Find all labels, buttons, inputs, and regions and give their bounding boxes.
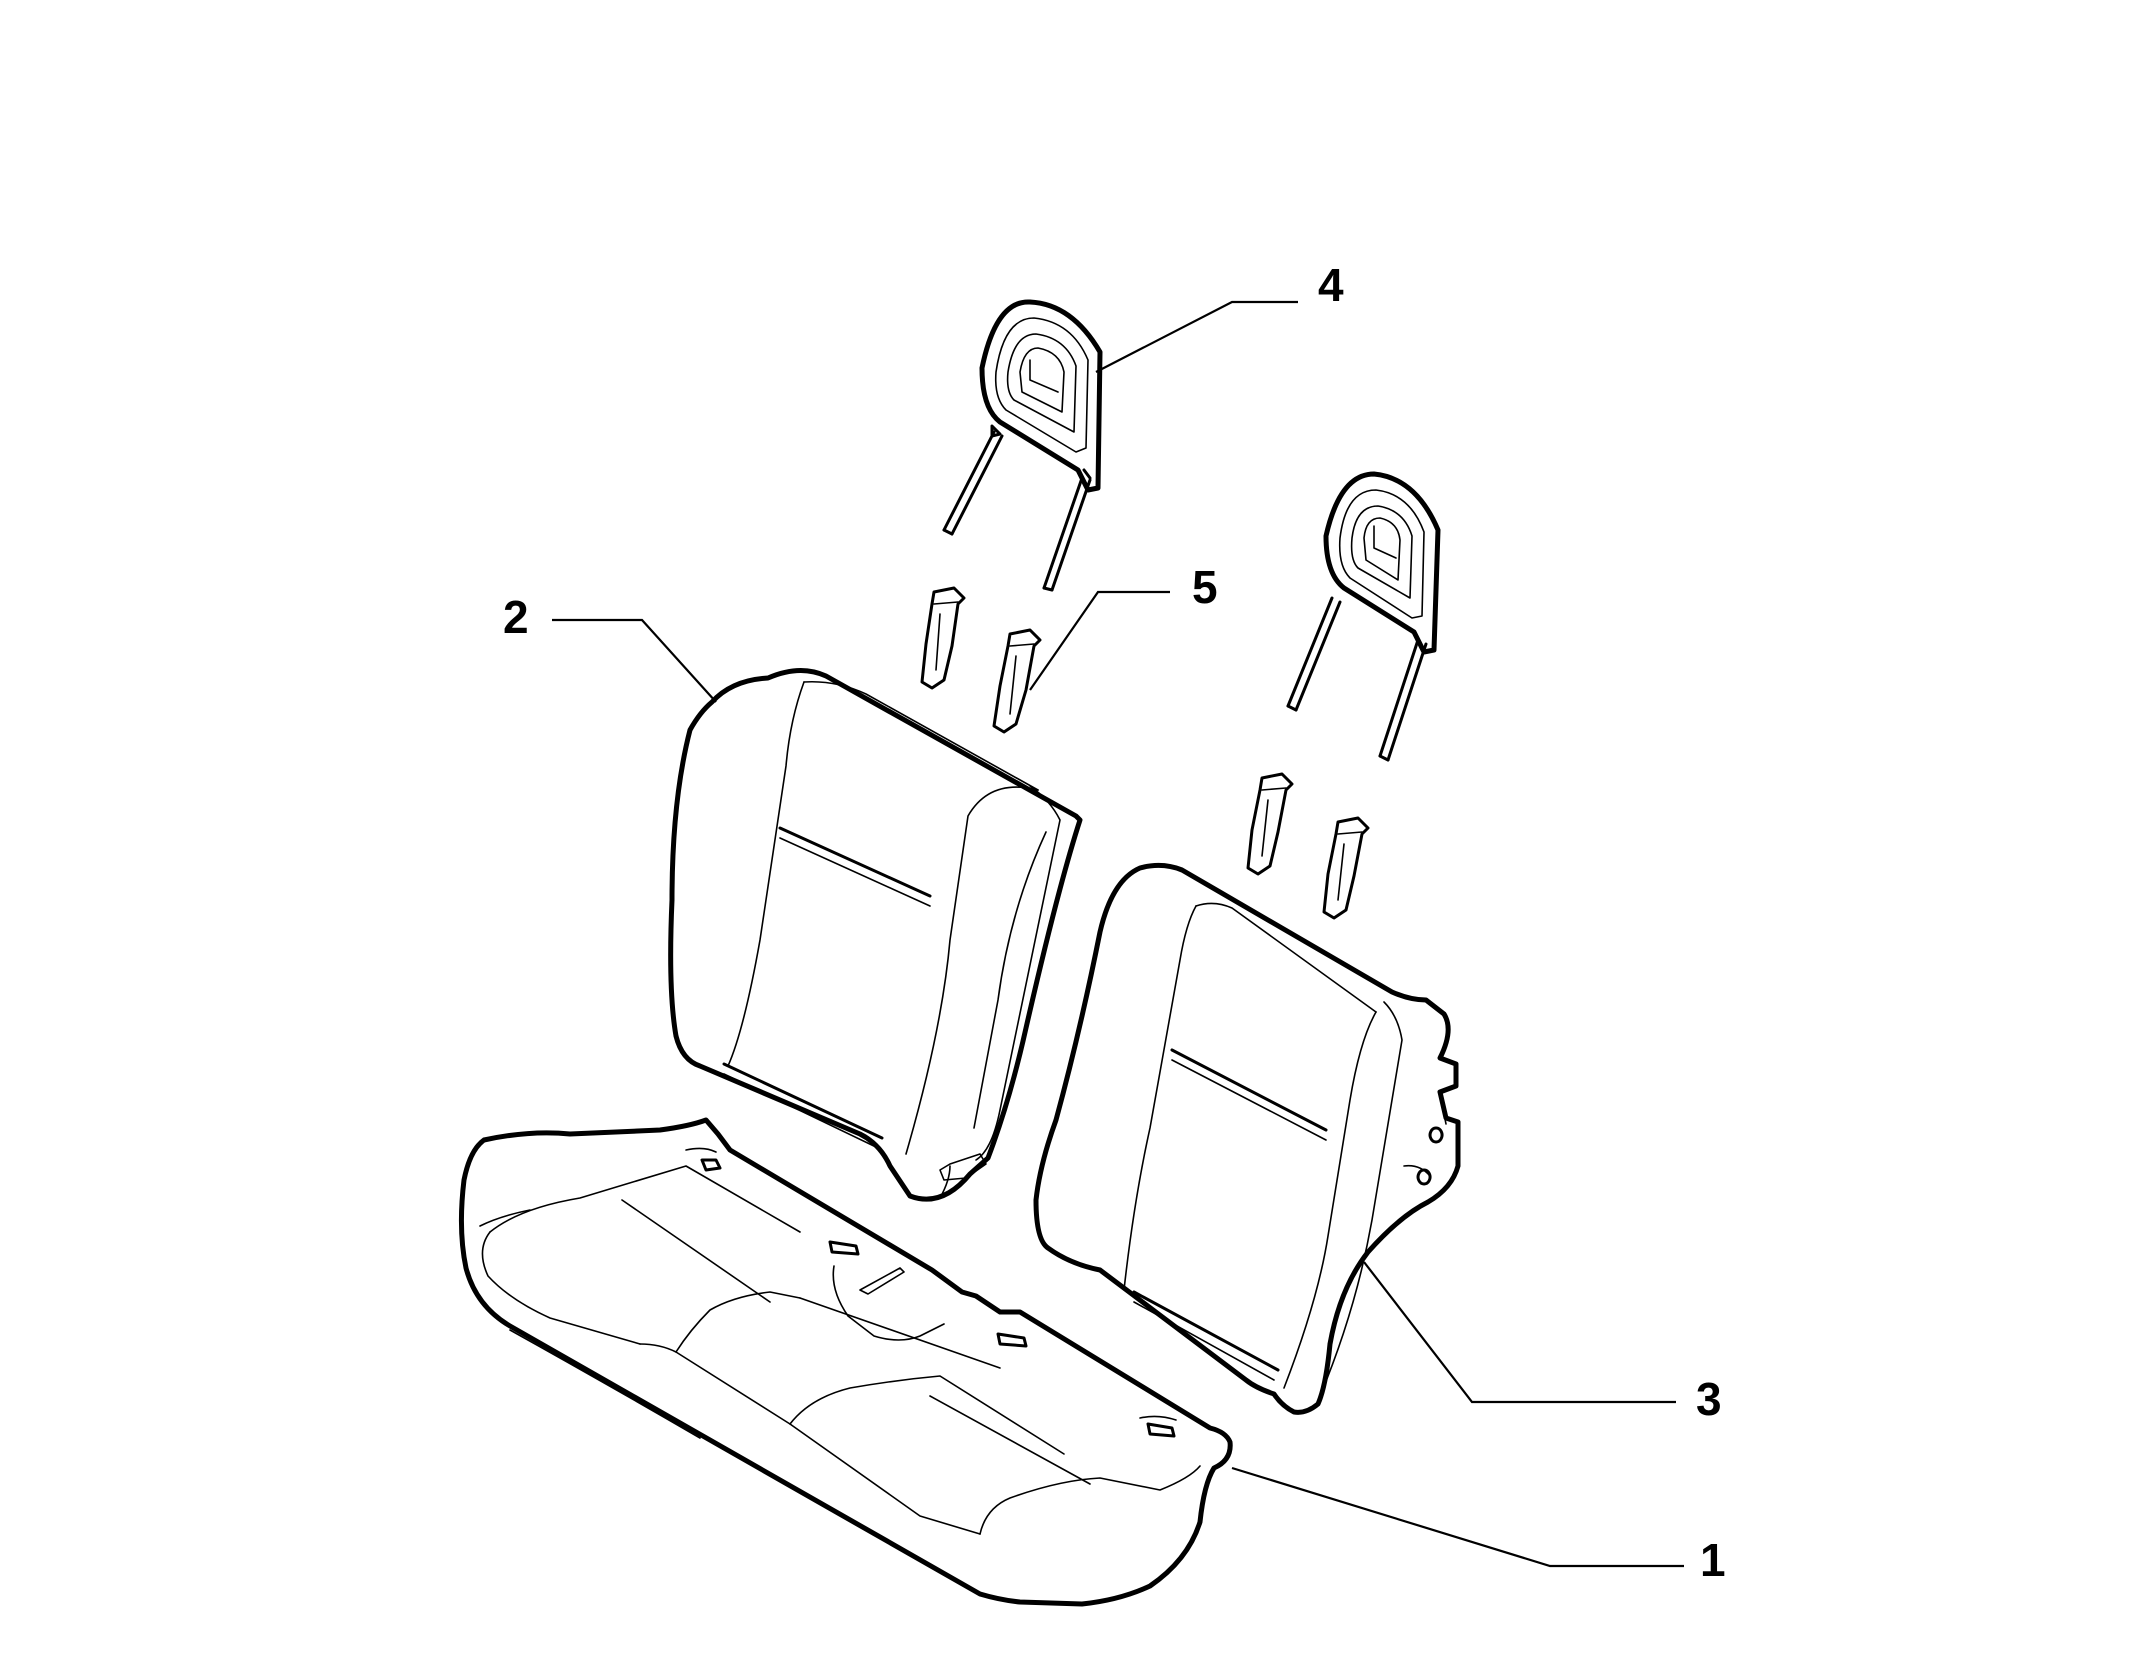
headrest-guide-3 bbox=[1246, 772, 1294, 876]
leader-lines bbox=[552, 300, 1684, 1568]
callout-4: 4 bbox=[1318, 259, 1344, 311]
headrest-guide-2 bbox=[992, 628, 1042, 734]
callout-2: 2 bbox=[503, 591, 529, 643]
headrest-guides bbox=[920, 586, 1370, 920]
seat-cushion bbox=[458, 1117, 1233, 1607]
leader-line-4 bbox=[1095, 300, 1298, 373]
leader-line-2 bbox=[552, 618, 717, 703]
backrest-left bbox=[668, 668, 1083, 1202]
callout-5: 5 bbox=[1192, 561, 1218, 613]
callout-3: 3 bbox=[1696, 1373, 1722, 1425]
headrest-guide-4 bbox=[1322, 816, 1370, 920]
headrest-lower bbox=[1286, 471, 1441, 762]
backrest-right bbox=[1033, 862, 1461, 1415]
callout-1: 1 bbox=[1700, 1534, 1726, 1586]
leader-line-5 bbox=[1029, 590, 1170, 691]
headrest-upper bbox=[942, 299, 1103, 592]
leader-line-3 bbox=[1363, 1261, 1676, 1404]
headrest-guide-1 bbox=[920, 586, 966, 690]
leader-line-1 bbox=[1231, 1466, 1684, 1568]
